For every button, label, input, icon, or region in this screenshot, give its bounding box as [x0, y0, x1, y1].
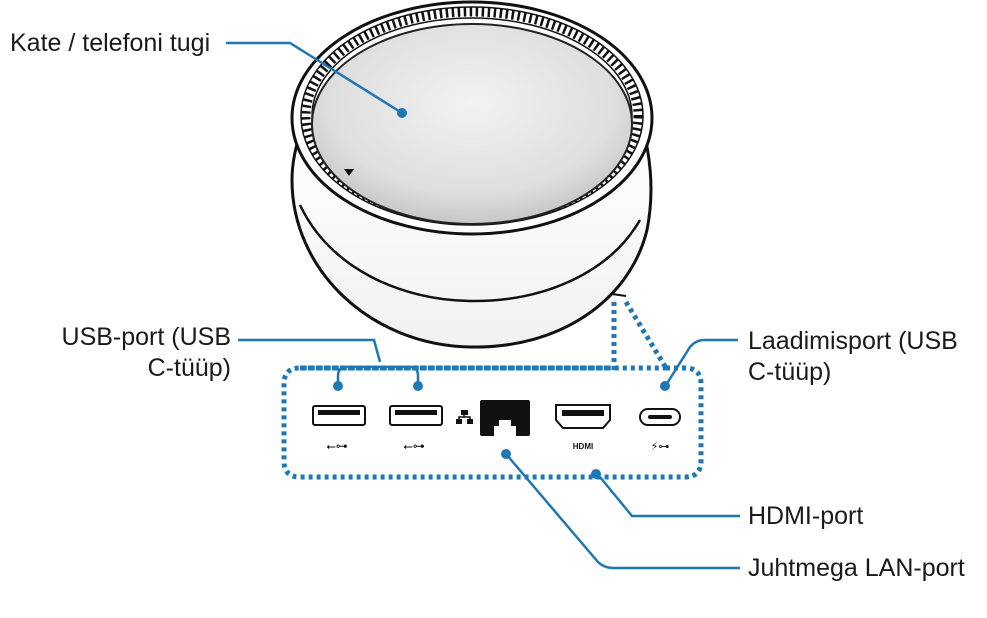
usb-icon: ⭠⊶	[326, 439, 348, 453]
leader-charging	[664, 338, 738, 386]
usb-port-1: ⭠⊶	[312, 405, 366, 453]
label-charging-line2: C-tüüp)	[748, 358, 832, 386]
label-usb-line1: USB-port (USB	[61, 323, 231, 351]
hdmi-logo-icon: HDMI	[573, 442, 593, 451]
leader-lines	[226, 41, 740, 570]
label-usb-port: USB-port (USB C-tüüp)	[55, 322, 231, 384]
leader-cover	[226, 41, 403, 115]
leader-usb	[238, 338, 420, 385]
label-cover: Kate / telefoni tugi	[10, 29, 211, 57]
usb-c-port: ⚡⊶	[639, 408, 681, 453]
leader-dots	[333, 108, 670, 479]
usb-c-icon: ⚡⊶	[651, 440, 670, 453]
label-usb-line2: C-tüüp)	[147, 354, 231, 382]
label-charging-port: Laadimisport (USB C-tüüp)	[748, 326, 958, 388]
usb-icon: ⭠⊶	[403, 439, 425, 453]
label-hdmi-port: HDMI-port	[748, 502, 864, 530]
dock-hinge	[611, 293, 627, 297]
dock-device	[290, 0, 654, 349]
lan-port	[480, 400, 530, 436]
network-icon	[456, 410, 473, 424]
dock-base-rim	[298, 204, 642, 303]
cover-plate	[311, 23, 633, 225]
leader-hdmi	[599, 476, 740, 518]
hdmi-port: HDMI	[555, 404, 611, 451]
port-panel: ⭠⊶ ⭠⊶ HDMI ⚡⊶	[312, 400, 681, 453]
cover-arrow-icon	[344, 169, 354, 176]
leader-lan	[505, 453, 740, 570]
label-charging-line1: Laadimisport (USB	[748, 327, 958, 355]
usb-port-2: ⭠⊶	[389, 405, 443, 453]
label-lan-port: Juhtmega LAN-port	[748, 554, 965, 582]
dock-serrated-ring	[301, 7, 643, 225]
